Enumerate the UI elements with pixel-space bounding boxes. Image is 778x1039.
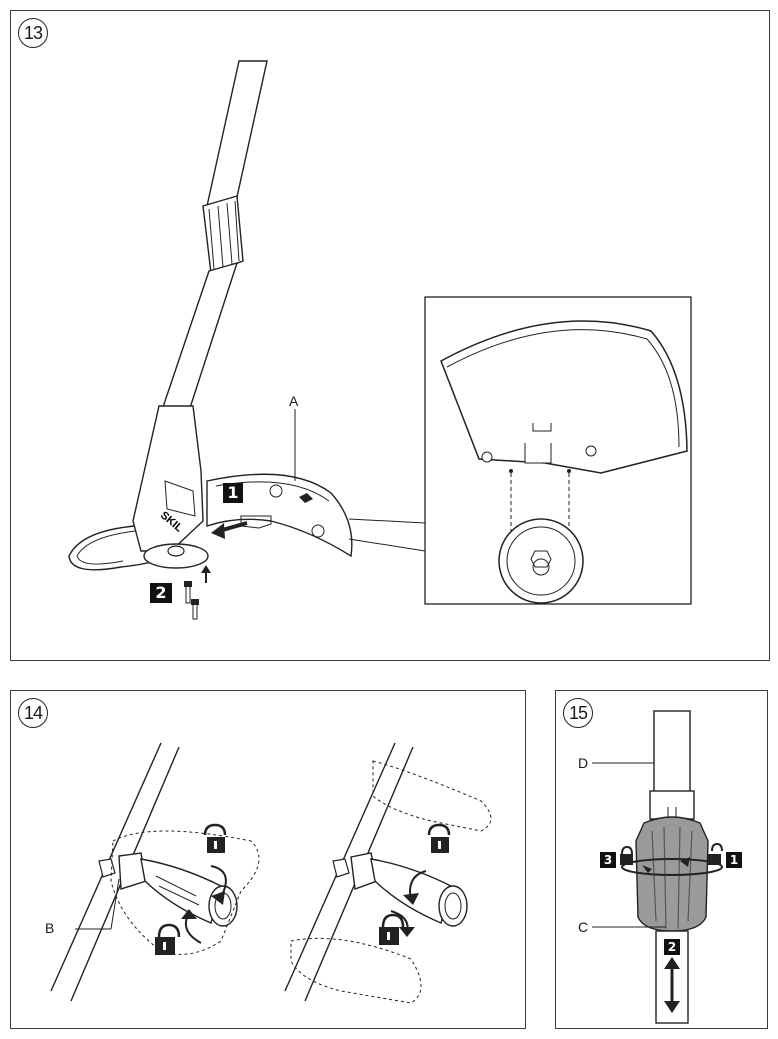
step-3-badge: 3: [600, 852, 616, 868]
figure-14-number: 14: [18, 698, 48, 728]
lock-open-icon: [203, 823, 227, 853]
figure-15-panel: 15 D C 3 1 2: [555, 690, 768, 1029]
handle-adjust-illustration: [50, 742, 492, 1004]
figure-13-number: 13: [18, 18, 48, 48]
part-label-b: B: [45, 920, 55, 936]
part-label-c: C: [578, 919, 589, 935]
step-2-badge: 2: [150, 583, 172, 603]
lock-closed-icon: [379, 913, 405, 945]
figure-15-number: 15: [563, 698, 593, 728]
arrow-icon: [211, 523, 225, 539]
trimmer-guard-illustration: SKIL: [68, 60, 692, 620]
lock-open-icon: [427, 823, 451, 853]
figure-13-panel: 13 SKIL: [10, 10, 770, 661]
figure-14-panel: 14: [10, 690, 526, 1029]
part-label-a: A: [289, 393, 299, 409]
step-1-badge: 1: [223, 483, 243, 503]
lock-open-icon: [708, 842, 723, 865]
arrow-icon: [664, 957, 680, 969]
lock-closed-icon: [620, 845, 633, 865]
step-1-badge: 1: [726, 852, 742, 868]
lock-closed-icon: [155, 923, 181, 955]
step-2-badge: 2: [664, 939, 680, 955]
shaft-length-illustration: [592, 710, 723, 1024]
part-label-d: D: [578, 755, 589, 771]
